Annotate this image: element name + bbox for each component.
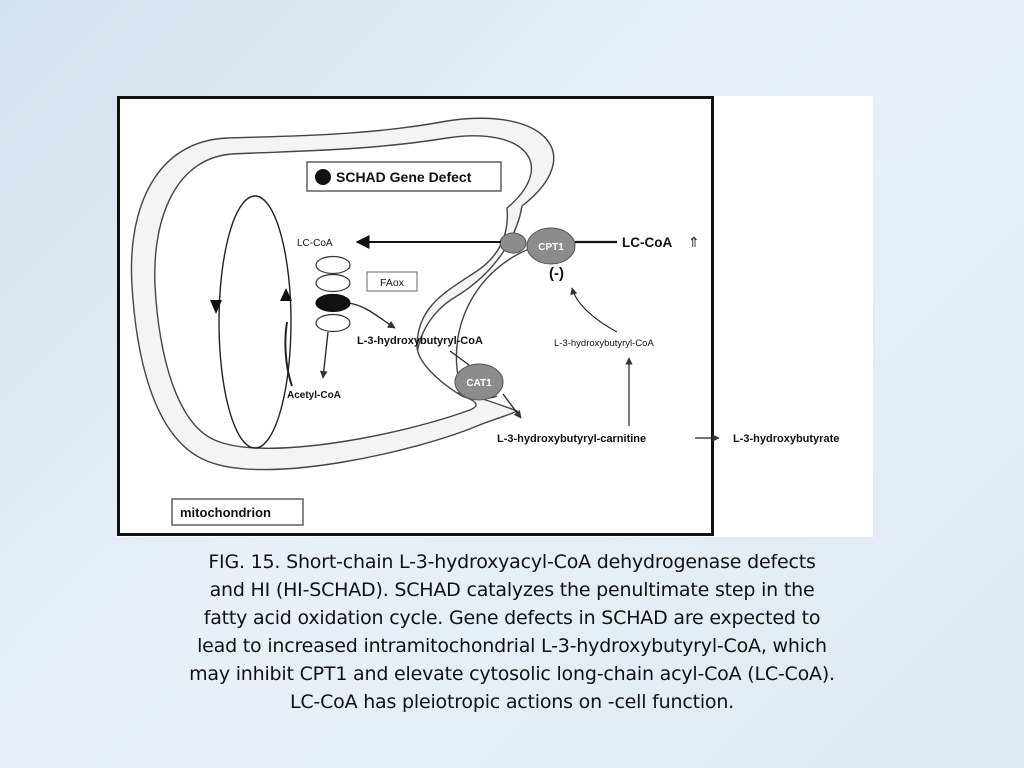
inhibition-mark: (-) <box>549 265 564 282</box>
to-acetyl-coa-arrow <box>319 331 329 379</box>
cpt1-enzyme <box>526 227 576 265</box>
cpt1-label: CPT1 <box>538 242 564 253</box>
mitochondrion-box <box>171 498 304 526</box>
cycle-up-arrowhead <box>280 288 292 301</box>
schad-disc <box>315 293 351 313</box>
figure-panel: FAox SCHAD Gene Defect CPT1 CAT1 LC-CoA … <box>117 96 873 537</box>
hb-carnitine-label: L-3-hydroxybutyryl-carnitine <box>497 433 646 445</box>
faox-disc-1 <box>315 255 351 275</box>
lc-coa-outer-label: LC-CoA <box>622 235 672 250</box>
schad-to-hbcoa-arrow <box>348 302 396 329</box>
cat1-to-carnitine-arrow <box>502 393 522 419</box>
pathway-diagram: FAox SCHAD Gene Defect CPT1 CAT1 LC-CoA … <box>117 96 839 536</box>
mitochondrion-label: mitochondrion <box>180 505 271 520</box>
transporter-oval <box>499 232 527 254</box>
acetyl-coa-return-line <box>284 321 293 387</box>
lc-coa-increase-icon: ⇑ <box>688 234 700 250</box>
hbcoa-to-cat1-line <box>449 350 470 366</box>
schad-defect-label: SCHAD Gene Defect <box>336 169 472 185</box>
hbcoa-inner-label: L-3-hydroxybutyryl-CoA <box>357 335 483 347</box>
caption-line: fatty acid oxidation cycle. Gene defects… <box>203 607 821 629</box>
caption-line: FIG. 15. Short-chain L-3-hydroxyacyl-CoA… <box>208 551 816 573</box>
schad-defect-box <box>306 161 502 192</box>
hbcoa-inhibits-cpt1-arrow <box>570 287 618 333</box>
faox-disc-4 <box>315 313 351 333</box>
caption-line: and HI (HI-SCHAD). SCHAD catalyzes the p… <box>209 579 815 601</box>
hydroxybutyrate-label: L-3-hydroxybutyrate <box>733 433 839 445</box>
faox-label: FAox <box>380 277 405 289</box>
cat1-label: CAT1 <box>466 378 492 389</box>
acetyl-coa-label: Acetyl-CoA <box>287 390 341 401</box>
hbcoa-outer-label: L-3-hydroxybutyryl-CoA <box>554 338 654 349</box>
cycle-down-arrowhead <box>210 300 222 314</box>
faox-cycle-oval <box>218 195 292 449</box>
faox-disc-2 <box>315 273 351 293</box>
caption-line: lead to increased intramitochondrial L-3… <box>197 635 827 657</box>
figure-frame <box>117 96 714 536</box>
lc-coa-inner-label: LC-CoA <box>297 238 333 249</box>
schad-defect-bullet-icon <box>315 169 331 185</box>
caption-line: LC-CoA has pleiotropic actions on -cell … <box>289 691 735 713</box>
faox-box <box>366 271 418 292</box>
cat1-enzyme <box>454 363 504 401</box>
figure-caption: FIG. 15. Short-chain L-3-hydroxyacyl-CoA… <box>130 548 894 716</box>
mitochondrion-inner-membrane <box>154 135 533 449</box>
caption-line: may inhibit CPT1 and elevate cytosolic l… <box>189 663 835 685</box>
